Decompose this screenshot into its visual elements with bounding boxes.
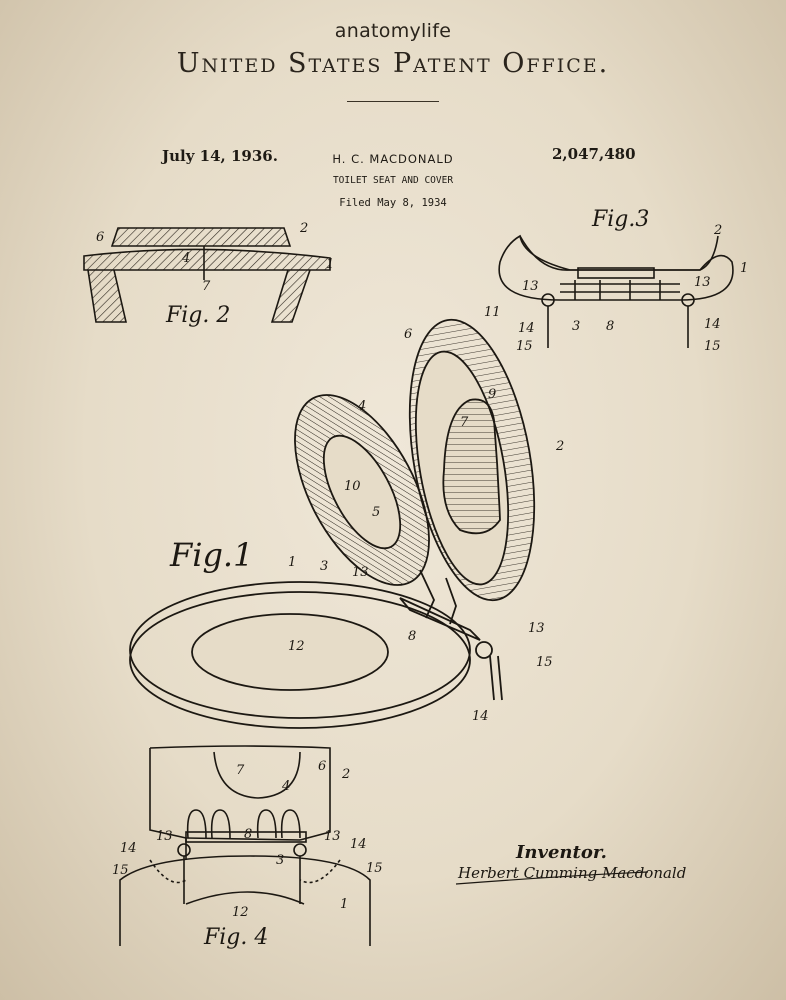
fig3-label-2: 2	[713, 223, 722, 238]
fig1-label-5: 5	[372, 505, 380, 520]
fig3-label-1: 1	[740, 261, 748, 276]
patent-title: TOILET SEAT AND COVER	[332, 175, 454, 186]
fig1-label-13-lower: 13	[528, 621, 545, 636]
brand-name: anatomylife	[334, 20, 452, 42]
fig1-label-15: 15	[536, 655, 553, 670]
fig1-label-12: 12	[288, 639, 305, 654]
fig4-label-14-left: 14	[120, 841, 137, 856]
inventor-signature: Herbert Cumming Macdonald	[457, 864, 686, 882]
figure-1-label: Fig.1	[169, 536, 253, 574]
fig4-label-15-right: 15	[366, 861, 383, 876]
fig3-label-13-left: 13	[522, 279, 539, 294]
fig1-label-11: 11	[484, 305, 501, 320]
inventor-heading: Inventor.	[515, 842, 607, 863]
fig3-label-3: 3	[572, 319, 580, 334]
figure-3-drawing	[498, 234, 734, 348]
patent-number: 2,047,480	[552, 145, 636, 163]
fig2-label-1: 1	[326, 257, 334, 272]
fig3-label-14-left: 14	[518, 321, 535, 336]
fig4-label-15-left: 15	[112, 863, 129, 878]
fig1-label-2: 2	[555, 439, 564, 454]
fig1-label-14: 14	[472, 709, 489, 724]
header-divider	[347, 101, 439, 102]
fig3-label-13-right: 13	[694, 275, 711, 290]
fig4-label-8: 8	[244, 827, 252, 842]
fig1-label-7: 7	[460, 415, 469, 430]
signature-underline	[455, 871, 649, 885]
fig1-label-9: 9	[488, 387, 496, 402]
fig1-label-1: 1	[288, 555, 296, 570]
fig2-label-6: 6	[96, 230, 104, 245]
inventor-name: H. C. MACDONALD	[332, 152, 454, 166]
fig3-label-14-right: 14	[704, 317, 721, 332]
fig4-label-4: 4	[281, 779, 290, 794]
figure-2-label: Fig. 2	[165, 303, 230, 328]
fig4-label-14-right: 14	[350, 837, 367, 852]
fig3-label-15-right: 15	[704, 339, 721, 354]
figure-2-drawing	[83, 227, 331, 323]
fig1-label-4: 4	[357, 399, 366, 414]
fig4-label-2: 2	[341, 767, 350, 782]
fig4-label-12: 12	[232, 905, 249, 920]
filed-date: Filed May 8, 1934	[339, 197, 447, 209]
fig4-label-3: 3	[276, 853, 284, 868]
fig1-label-10: 10	[344, 479, 361, 494]
fig1-label-13-upper: 13	[352, 565, 369, 580]
figure-4-drawing	[119, 745, 371, 946]
fig4-label-1: 1	[340, 897, 348, 912]
fig2-label-2: 2	[299, 221, 308, 236]
fig2-label-4: 4	[181, 251, 190, 266]
figure-3-label: Fig.3	[591, 207, 649, 232]
fig4-label-6: 6	[318, 759, 326, 774]
fig3-label-8: 8	[606, 319, 614, 334]
fig4-label-7: 7	[236, 763, 245, 778]
fig1-label-3: 3	[320, 559, 328, 574]
fig4-label-13-right: 13	[324, 829, 341, 844]
fig1-label-6: 6	[404, 327, 412, 342]
fig2-label-7: 7	[202, 279, 211, 294]
fig1-label-8: 8	[408, 629, 416, 644]
figure-4-label: Fig. 4	[203, 925, 268, 950]
patent-date: July 14, 1936.	[162, 147, 278, 165]
fig3-label-15-left: 15	[516, 339, 533, 354]
office-heading: United States Patent Office.	[176, 48, 610, 79]
fig4-label-13-left: 13	[156, 829, 173, 844]
figure-1-drawing	[129, 318, 536, 729]
